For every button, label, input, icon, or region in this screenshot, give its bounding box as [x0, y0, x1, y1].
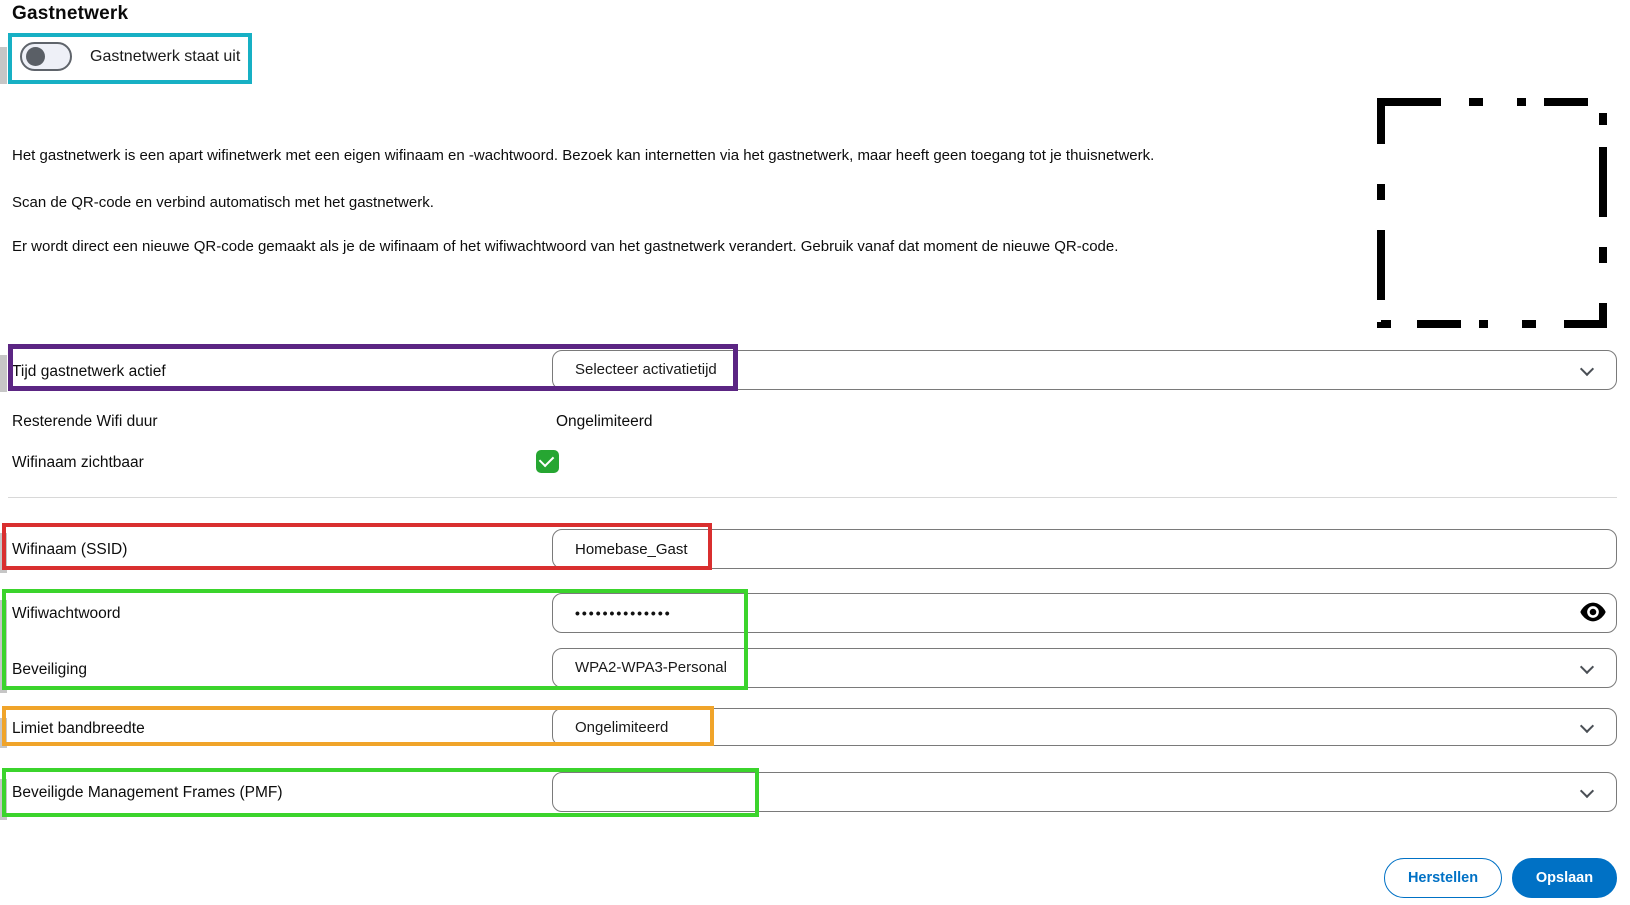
ssid-label: Wifinaam (SSID): [12, 541, 128, 558]
ssid-input[interactable]: [552, 529, 1617, 569]
ssid-visible-checkbox[interactable]: [536, 450, 559, 473]
description-paragraph-3: Er wordt direct een nieuwe QR-code gemaa…: [12, 238, 1119, 255]
password-label: Wifiwachtwoord: [12, 605, 121, 622]
bandwidth-limit-value: Ongelimiteerd: [575, 719, 669, 736]
toggle-knob-icon: [26, 47, 45, 66]
chevron-down-icon: [1579, 361, 1595, 377]
description-paragraph-2: Scan de QR-code en verbind automatisch m…: [12, 194, 434, 211]
section-divider: [8, 497, 1617, 498]
pmf-select[interactable]: [552, 772, 1617, 812]
security-select[interactable]: WPA2-WPA3-Personal: [552, 648, 1617, 688]
activation-time-label: Tijd gastnetwerk actief: [12, 363, 166, 380]
guest-network-toggle-label: Gastnetwerk staat uit: [90, 47, 241, 65]
remaining-duration-label: Resterende Wifi duur: [12, 413, 158, 430]
annotation-edge-strip: [0, 355, 7, 392]
pmf-label: Beveiligde Management Frames (PMF): [12, 784, 283, 801]
restore-button[interactable]: Herstellen: [1384, 858, 1502, 898]
save-button[interactable]: Opslaan: [1512, 858, 1617, 898]
security-value: WPA2-WPA3-Personal: [575, 659, 727, 676]
chevron-down-icon: [1579, 718, 1595, 734]
bandwidth-limit-label: Limiet bandbreedte: [12, 720, 145, 737]
ssid-visible-label: Wifinaam zichtbaar: [12, 454, 144, 471]
checkmark-icon: [538, 451, 555, 468]
show-password-button[interactable]: [1578, 601, 1608, 625]
annotation-edge-strip: [0, 533, 7, 573]
activation-time-value: Selecteer activatietijd: [575, 361, 717, 378]
eye-icon: [1580, 602, 1606, 622]
activation-time-select[interactable]: Selecteer activatietijd: [552, 350, 1617, 390]
annotation-edge-strip: [0, 47, 7, 84]
chevron-down-icon: [1579, 783, 1595, 799]
chevron-down-icon: [1579, 659, 1595, 675]
security-label: Beveiliging: [12, 661, 87, 678]
annotation-edge-strip: [0, 718, 7, 748]
bandwidth-limit-select[interactable]: Ongelimiteerd: [552, 708, 1617, 746]
guest-network-toggle-row: Gastnetwerk staat uit: [20, 42, 240, 71]
qr-code-placeholder: [1377, 98, 1607, 328]
annotation-edge-strip: [0, 600, 7, 693]
remaining-duration-value: Ongelimiteerd: [556, 413, 653, 430]
page-title: Gastnetwerk: [12, 3, 129, 24]
description-paragraph-1: Het gastnetwerk is een apart wifinetwerk…: [12, 147, 1155, 164]
annotation-edge-strip: [0, 779, 7, 820]
password-input[interactable]: [552, 593, 1617, 633]
guest-network-toggle[interactable]: [20, 42, 72, 71]
